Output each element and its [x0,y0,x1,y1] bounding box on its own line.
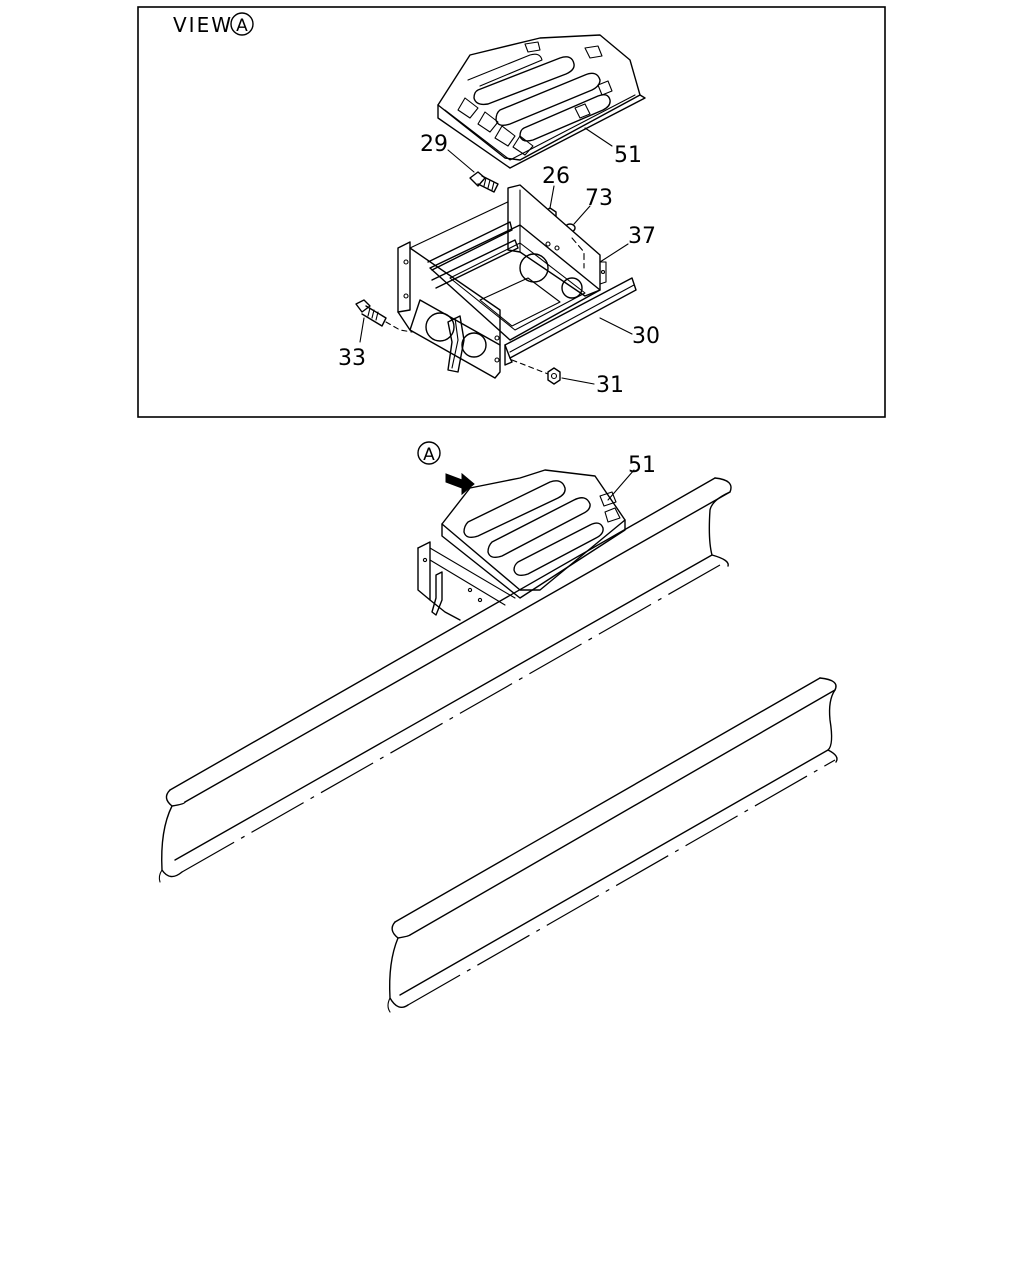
callout-33: 33 [338,346,366,371]
frame-rail-right [387,677,838,1013]
view-marker-circle: A [230,12,254,36]
bolt-33 [355,299,387,327]
detail-view-frame [137,6,886,418]
view-label: VIEW [173,13,233,37]
battery-assembly-installed [417,469,626,621]
callout-37: 37 [628,224,656,249]
main-view-marker-letter: A [423,445,435,465]
callout-30: 30 [632,324,660,349]
view-marker-letter: A [236,16,248,36]
nut-31 [547,367,561,385]
callout-26: 26 [542,164,570,189]
battery-tray [397,184,637,379]
callout-51-main: 51 [628,453,656,478]
callout-31: 31 [596,373,624,398]
callout-73: 73 [585,186,613,211]
battery-cover-exploded [437,34,646,169]
callout-51-top: 51 [614,143,642,168]
callout-29: 29 [420,132,448,157]
frame-rail-left [158,477,732,883]
bolt-29 [469,171,499,193]
view-direction-marker: A [417,441,475,496]
view-direction-arrow [445,472,475,496]
